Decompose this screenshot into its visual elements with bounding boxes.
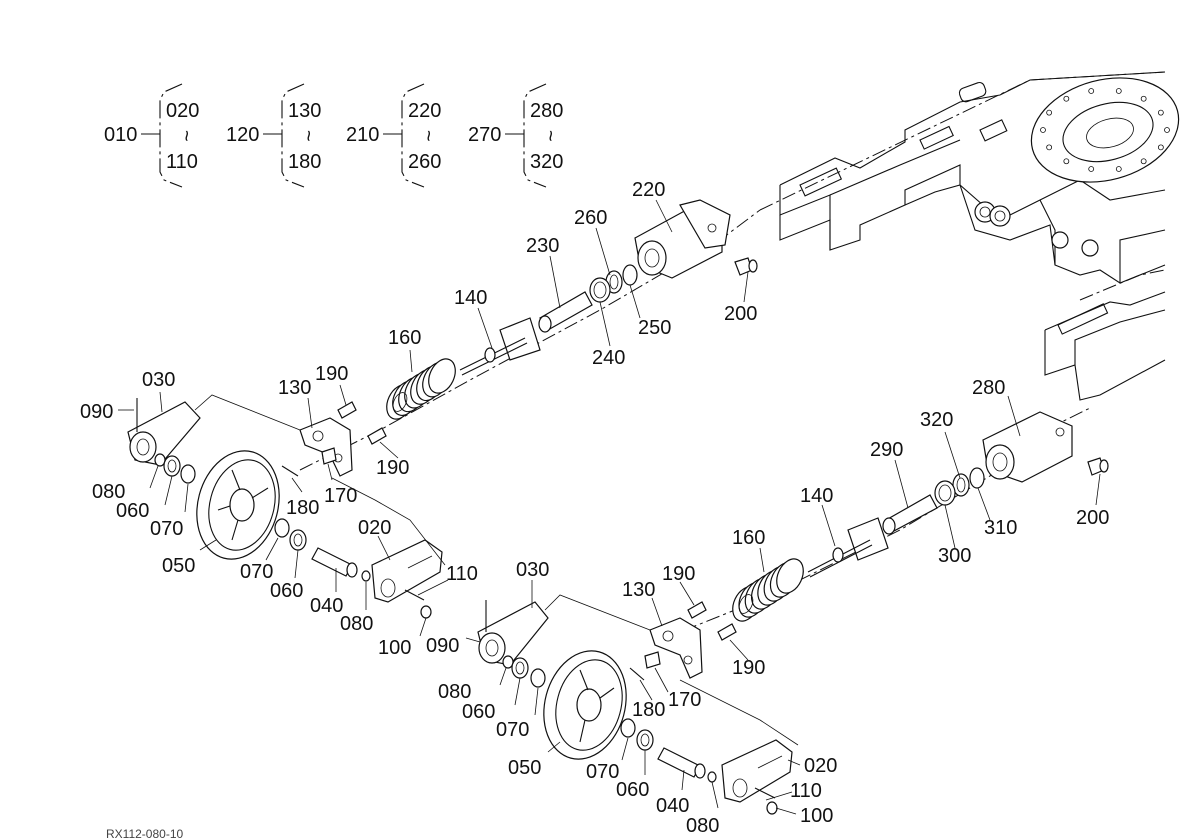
legend-group-number: 270 bbox=[468, 124, 501, 146]
label-020: 020 bbox=[804, 755, 837, 777]
legend-group: 120 130 ~180 bbox=[226, 83, 321, 188]
legend-range-from: 130 bbox=[288, 100, 321, 122]
label-030: 030 bbox=[516, 559, 549, 581]
label-060: 060 bbox=[270, 580, 303, 602]
label-300: 300 bbox=[938, 545, 971, 567]
label-160: 160 bbox=[388, 327, 421, 349]
legend-tilde: ~ bbox=[297, 130, 319, 142]
legend-tilde: ~ bbox=[417, 130, 439, 142]
label-070: 070 bbox=[150, 518, 183, 540]
label-080: 080 bbox=[438, 681, 471, 703]
label-110: 110 bbox=[790, 780, 822, 802]
label-190: 190 bbox=[662, 563, 695, 585]
figure-code: RX112-080-10 bbox=[106, 827, 183, 838]
label-080: 080 bbox=[92, 481, 125, 503]
legend-tilde: ~ bbox=[175, 130, 197, 142]
label-060: 060 bbox=[462, 701, 495, 723]
label-320: 320 bbox=[920, 409, 953, 431]
label-060: 060 bbox=[616, 779, 649, 801]
part-labels: 220 260 230 140 250 240 200 160 030 190 … bbox=[80, 179, 1109, 837]
legend-range-from: 280 bbox=[530, 100, 563, 122]
spring-drawing bbox=[732, 558, 804, 622]
label-060: 060 bbox=[116, 500, 149, 522]
spring-drawing bbox=[386, 358, 456, 420]
label-290: 290 bbox=[870, 439, 903, 461]
label-040: 040 bbox=[310, 595, 343, 617]
label-100: 100 bbox=[800, 805, 833, 827]
label-140: 140 bbox=[454, 287, 487, 309]
leader-lines bbox=[118, 199, 1101, 815]
legend-group-number: 210 bbox=[346, 124, 379, 146]
label-180: 180 bbox=[632, 699, 665, 721]
label-310: 310 bbox=[984, 517, 1017, 539]
label-190: 190 bbox=[376, 457, 409, 479]
label-190: 190 bbox=[315, 363, 348, 385]
label-070: 070 bbox=[496, 719, 529, 741]
label-220: 220 bbox=[632, 179, 665, 201]
label-160: 160 bbox=[732, 527, 765, 549]
legend-group-number: 120 bbox=[226, 124, 259, 146]
label-040: 040 bbox=[656, 795, 689, 817]
label-180: 180 bbox=[286, 497, 319, 519]
label-140: 140 bbox=[800, 485, 833, 507]
legend-range-to: 260 bbox=[408, 151, 441, 173]
lower-idler-assembly bbox=[477, 411, 1109, 815]
label-090: 090 bbox=[80, 401, 113, 423]
legend-tilde: ~ bbox=[539, 130, 561, 142]
legend-range-from: 220 bbox=[408, 100, 441, 122]
label-190: 190 bbox=[732, 657, 765, 679]
label-170: 170 bbox=[324, 485, 357, 507]
label-240: 240 bbox=[592, 347, 625, 369]
label-250: 250 bbox=[638, 317, 671, 339]
legend-range-to: 180 bbox=[288, 151, 321, 173]
label-260: 260 bbox=[574, 207, 607, 229]
legend-range-to: 320 bbox=[530, 151, 563, 173]
label-110: 110 bbox=[446, 563, 478, 585]
label-070: 070 bbox=[240, 561, 273, 583]
label-200: 200 bbox=[1076, 507, 1109, 529]
label-170: 170 bbox=[668, 689, 701, 711]
label-050: 050 bbox=[508, 757, 541, 779]
label-230: 230 bbox=[526, 235, 559, 257]
label-280: 280 bbox=[972, 377, 1005, 399]
label-130: 130 bbox=[622, 579, 655, 601]
label-090: 090 bbox=[426, 635, 459, 657]
label-100: 100 bbox=[378, 637, 411, 659]
legend-group: 210 220 ~260 bbox=[346, 83, 441, 188]
label-020: 020 bbox=[358, 517, 391, 539]
label-030: 030 bbox=[142, 369, 175, 391]
label-130: 130 bbox=[278, 377, 311, 399]
group-legend: 010 020 ~110 120 130 ~180 210 220 ~260 270 280 ~320 bbox=[104, 83, 563, 188]
upper-idler-assembly bbox=[127, 199, 761, 619]
label-050: 050 bbox=[162, 555, 195, 577]
legend-group: 270 280 ~320 bbox=[468, 83, 563, 188]
legend-group: 010 020 ~110 bbox=[104, 83, 199, 188]
legend-group-number: 010 bbox=[104, 124, 137, 146]
track-frame-drawing bbox=[759, 71, 1180, 441]
legend-range-from: 020 bbox=[166, 100, 199, 122]
label-200: 200 bbox=[724, 303, 757, 325]
label-070: 070 bbox=[586, 761, 619, 783]
legend-range-to: 110 bbox=[166, 151, 198, 173]
label-080: 080 bbox=[686, 815, 719, 837]
label-080: 080 bbox=[340, 613, 373, 635]
